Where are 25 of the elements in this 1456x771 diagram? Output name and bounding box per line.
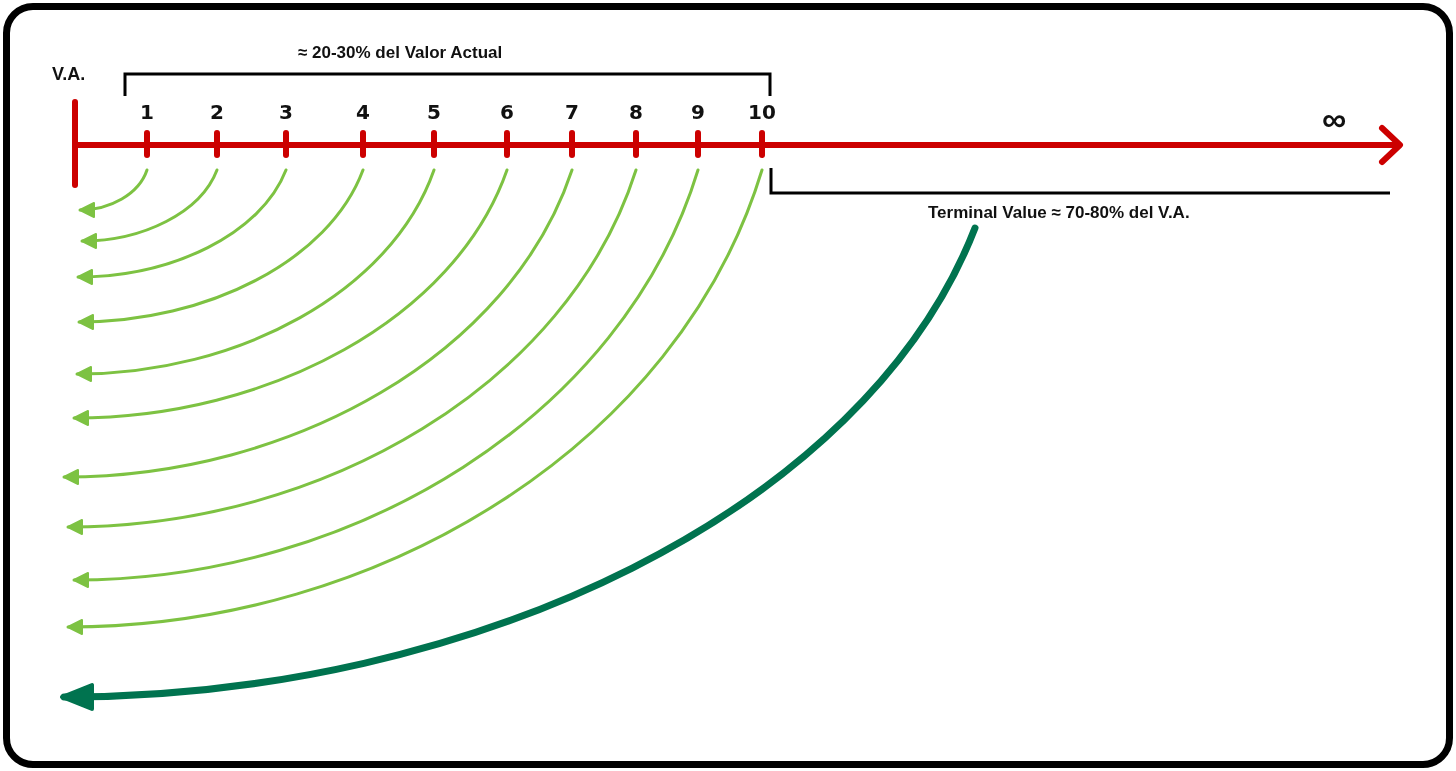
tick-number: 6: [500, 100, 514, 126]
tick-number: 7: [565, 100, 579, 126]
bracket-label: Terminal Value ≈ 70-80% del V.A.: [928, 202, 1190, 224]
curved-arrow: [72, 168, 509, 426]
tick-number: 10: [748, 100, 776, 126]
tick-number: 2: [210, 100, 224, 126]
origin-label: V.A.: [52, 63, 86, 85]
infinity-label: ∞: [1322, 100, 1347, 138]
curved-arrow: [60, 224, 979, 710]
curved-arrow: [76, 168, 288, 285]
curved-arrow: [75, 168, 436, 382]
tick-number: 1: [140, 100, 154, 126]
bracket-label: ≈ 20-30% del Valor Actual: [298, 42, 503, 64]
curved-arrow: [66, 168, 764, 635]
curved-arrow: [78, 168, 149, 218]
tick-number: 8: [629, 100, 643, 126]
tick-number: 4: [356, 100, 370, 126]
tick-number: 3: [279, 100, 293, 126]
curved-arrow: [66, 168, 638, 535]
tick-number: 9: [691, 100, 705, 126]
curved-arrow: [80, 168, 219, 249]
curved-arrow: [62, 168, 574, 485]
tick-number: 5: [427, 100, 441, 126]
curved-arrow: [72, 168, 700, 588]
curved-arrow: [77, 168, 365, 330]
